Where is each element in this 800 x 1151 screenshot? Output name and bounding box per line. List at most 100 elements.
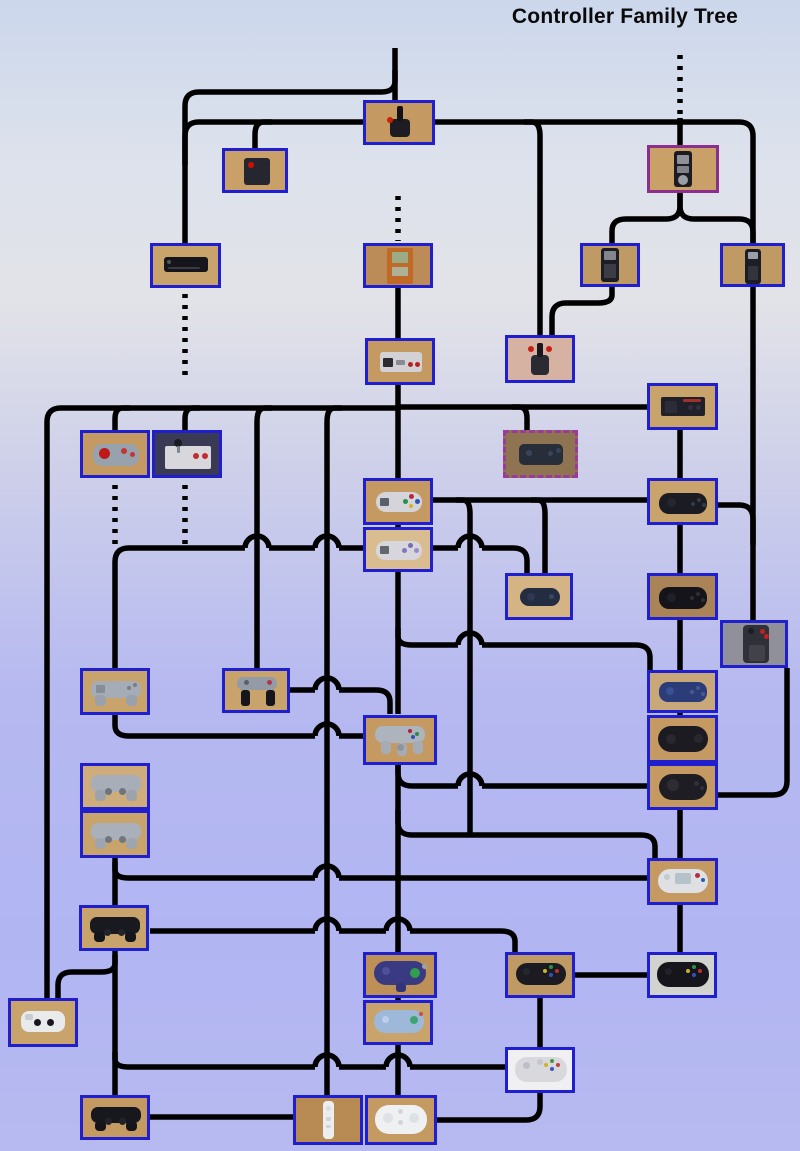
wii-classic-controller-photo bbox=[368, 1098, 434, 1142]
ps2-dualshock-2-detail bbox=[118, 929, 125, 936]
lineage-line bbox=[456, 497, 473, 835]
xbox-360-controller-detail bbox=[544, 1063, 548, 1067]
nes-controller-detail bbox=[383, 358, 393, 367]
xbox-duke-detail bbox=[692, 965, 696, 969]
wii-classic-controller-detail bbox=[398, 1120, 403, 1125]
atari-2600-joystick-photo bbox=[366, 103, 432, 142]
lineage-line bbox=[182, 405, 200, 430]
virtual-boy-controller-detail bbox=[266, 690, 275, 706]
node-xbox-duke bbox=[647, 952, 717, 998]
pong-paddle-console-detail bbox=[168, 267, 200, 269]
node-game-and-watch bbox=[363, 243, 433, 288]
virtual-boy-controller-detail bbox=[244, 680, 249, 685]
intellivision-controller-detail bbox=[604, 264, 616, 278]
genesis-6-button-pad-detail bbox=[696, 592, 700, 596]
genesis-6-button-pad-photo bbox=[650, 576, 715, 617]
ps-dual-analog-detail bbox=[119, 788, 126, 795]
lineage-line bbox=[435, 119, 756, 243]
nes-max-detail bbox=[121, 448, 127, 454]
jaguar-controller-detail bbox=[748, 628, 754, 634]
node-nes-advantage bbox=[152, 430, 222, 478]
colecovision-controller-detail bbox=[748, 266, 758, 280]
lineage-line bbox=[531, 497, 548, 573]
ps3-dualshock-3-detail bbox=[95, 1121, 106, 1131]
node-nes-max bbox=[80, 430, 150, 478]
n64-controller-photo bbox=[366, 718, 434, 762]
lineage-line bbox=[112, 715, 315, 739]
saturn-us-pad-photo bbox=[650, 718, 715, 760]
saturn-3d-pad-photo bbox=[650, 766, 715, 807]
colecovision-controller-detail bbox=[748, 252, 758, 259]
snes-pad-detail bbox=[414, 548, 419, 553]
unknown-pad-dashed-detail bbox=[526, 450, 532, 456]
dreamcast-controller-detail bbox=[695, 873, 700, 878]
ps-dual-analog-detail bbox=[126, 790, 137, 801]
ps3-dualshock-3-detail bbox=[119, 1118, 126, 1125]
xbox-controller-s-detail bbox=[555, 969, 559, 973]
nes-max-detail bbox=[99, 448, 110, 459]
ps-dualshock-detail bbox=[105, 836, 112, 843]
virtual-boy-controller-detail bbox=[241, 690, 250, 706]
genesis-6-button-pad-detail bbox=[690, 596, 694, 600]
unknown-pad-dashed-detail bbox=[548, 451, 553, 456]
line-crossing-hop bbox=[312, 533, 342, 549]
node-master-system-pad bbox=[647, 383, 718, 430]
xbox-duke-detail bbox=[698, 969, 702, 973]
node-saturn-us-pad bbox=[647, 715, 718, 763]
line-crossing-hop bbox=[455, 533, 485, 549]
xbox-360-controller-detail bbox=[556, 1063, 560, 1067]
game-and-watch-detail bbox=[392, 252, 408, 263]
lineage-line bbox=[112, 545, 245, 668]
ps-dual-analog-detail bbox=[105, 788, 112, 795]
saturn-us-pad-detail bbox=[666, 734, 676, 744]
node-pong-paddle-console bbox=[150, 243, 221, 288]
xbox-duke-detail bbox=[686, 969, 690, 973]
line-crossing-hop bbox=[455, 771, 485, 787]
game-and-watch-photo bbox=[366, 246, 430, 285]
ps-dual-analog-detail bbox=[91, 775, 141, 792]
xbox-controller-s-photo bbox=[508, 955, 572, 995]
unknown-pad-dashed-detail bbox=[519, 444, 563, 465]
gamecube-pastel-pad-detail bbox=[419, 1012, 423, 1016]
node-genesis-6-button-pad bbox=[647, 573, 718, 620]
xbox-360-controller-photo bbox=[508, 1050, 572, 1090]
hybrid-six-button-pad-detail bbox=[520, 588, 560, 606]
node-playstation-controller bbox=[80, 668, 150, 715]
dreamcast-controller-photo bbox=[650, 861, 715, 902]
node-videopac-keypad-controller bbox=[647, 145, 719, 193]
lineage-line bbox=[182, 70, 398, 243]
n64-controller-detail bbox=[415, 732, 419, 736]
wii-remote-detail bbox=[326, 1106, 331, 1111]
nes-controller-detail bbox=[396, 360, 405, 365]
node-hybrid-six-button-pad bbox=[505, 573, 573, 620]
gamecube-pastel-pad-photo bbox=[366, 1003, 430, 1042]
node-white-two-button-pad bbox=[8, 998, 78, 1047]
gamecube-controller-detail bbox=[382, 967, 390, 975]
unknown-pad-dashed-detail bbox=[556, 448, 561, 453]
dreamcast-controller-detail bbox=[664, 874, 670, 880]
line-crossing-hop bbox=[242, 533, 272, 549]
saturn-3d-pad-detail bbox=[667, 779, 679, 791]
node-ps-dual-analog bbox=[80, 763, 150, 810]
node-jaguar-controller bbox=[720, 620, 788, 668]
wii-classic-controller-detail bbox=[383, 1113, 393, 1123]
lineage-line bbox=[254, 405, 272, 668]
lineage-line bbox=[395, 760, 458, 789]
playstation-controller-detail bbox=[95, 695, 106, 706]
nes-advantage-detail bbox=[202, 453, 208, 459]
line-crossing-hop bbox=[312, 721, 342, 737]
ps2-dualshock-2-photo bbox=[82, 908, 146, 948]
gamecube-pastel-pad-detail bbox=[374, 1010, 424, 1033]
lineage-line bbox=[718, 668, 790, 798]
node-dreamcast-controller bbox=[647, 858, 718, 905]
wii-classic-controller-detail bbox=[398, 1109, 403, 1114]
super-famicom-pad-photo bbox=[366, 481, 430, 522]
node-xbox-controller-s bbox=[505, 952, 575, 998]
xbox-duke-photo bbox=[650, 955, 714, 995]
node-colecovision-controller bbox=[720, 243, 785, 287]
playstation-controller-detail bbox=[96, 685, 105, 693]
super-famicom-pad-detail bbox=[380, 498, 389, 506]
lineage-line bbox=[482, 545, 530, 573]
line-crossing-hop bbox=[312, 863, 342, 879]
jaguar-controller-detail bbox=[760, 629, 765, 634]
